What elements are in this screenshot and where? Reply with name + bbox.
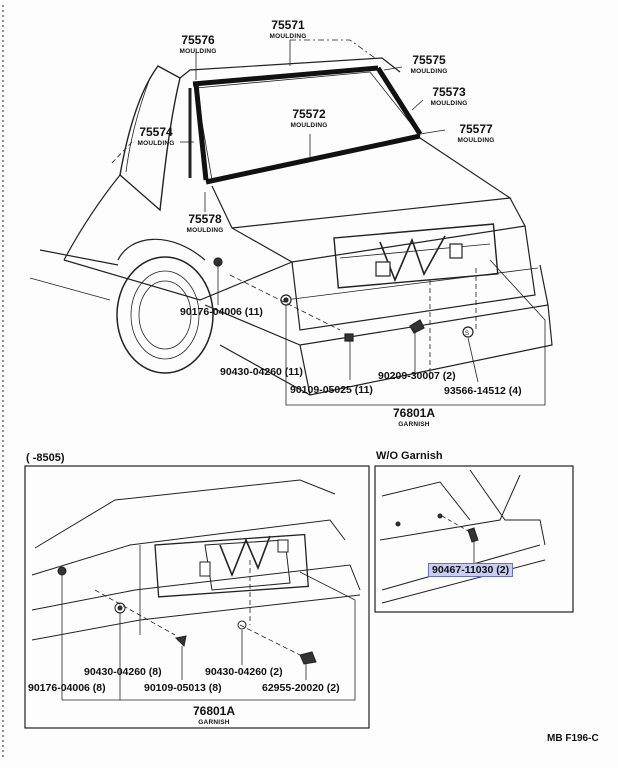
part-label-90467-highlighted[interactable]: 90467-11030 (2) <box>428 563 514 577</box>
wo-garnish-title: W/O Garnish <box>376 450 443 462</box>
part-name: MOULDING <box>430 100 468 107</box>
part-number: 75573 <box>432 85 466 99</box>
part-name: MOULDING <box>290 122 328 129</box>
part-number: 75578 <box>188 212 222 226</box>
part-number: 75577 <box>459 122 493 136</box>
part-number: 75574 <box>139 125 173 139</box>
part-label-90430-2: 90430-04260 (2) <box>205 666 283 678</box>
part-label-93566: 93566-14512 (4) <box>444 385 522 397</box>
svg-text:S: S <box>465 331 469 337</box>
part-label-90176: 90176-04006 (11) <box>180 306 263 318</box>
part-label-90430-8: 90430-04260 (8) <box>84 666 162 678</box>
bottom-left-leaders <box>61 560 356 701</box>
bottom-right-frame <box>374 465 574 613</box>
moulding-75577-label: 75577 MOULDING <box>458 123 495 147</box>
garnish-label-bottom: 76801A GARNISH <box>193 705 235 729</box>
moulding-75576-label: 75576 MOULDING <box>180 34 217 58</box>
part-label-90109-8: 90109-05013 (8) <box>144 682 222 694</box>
part-name: MOULDING <box>137 140 175 147</box>
range-title: ( -8505) <box>26 452 65 464</box>
bottom-left-car <box>31 479 361 665</box>
part-label-90109: 90109-05025 (11) <box>290 384 373 396</box>
part-label-62955: 62955-20020 (2) <box>262 682 340 694</box>
part-name: GARNISH <box>398 421 430 428</box>
part-number: 76801A <box>392 406 436 420</box>
bottom-left-frame <box>24 465 370 729</box>
diagram-code: MB F196-C <box>547 733 599 744</box>
part-name: MOULDING <box>269 33 307 40</box>
bottom-right-car <box>379 469 546 604</box>
moulding-75571-label: 75571 MOULDING <box>270 19 307 43</box>
part-label-90209: 90209-30007 (2) <box>378 370 456 382</box>
part-number: 76801A <box>192 704 236 718</box>
part-number: 75576 <box>181 33 215 47</box>
part-number: 75575 <box>412 53 446 67</box>
part-label-90176-8: 90176-04006 (8) <box>28 682 106 694</box>
moulding-75575-label: 75575 MOULDING <box>411 54 448 78</box>
part-name: MOULDING <box>186 227 224 234</box>
top-fasteners: S <box>213 257 474 342</box>
part-number: 75572 <box>292 107 326 121</box>
part-name: GARNISH <box>198 719 230 726</box>
part-label-90430: 90430-04260 (11) <box>220 366 303 378</box>
top-car-body <box>29 57 553 396</box>
part-name: MOULDING <box>457 137 495 144</box>
moulding-75574-label: 75574 MOULDING <box>138 126 175 150</box>
part-number: 75571 <box>271 18 305 32</box>
garnish-label-top: 76801A GARNISH <box>393 407 435 431</box>
part-name: MOULDING <box>179 48 217 55</box>
moulding-75572-label: 75572 MOULDING <box>291 108 328 132</box>
moulding-75573-label: 75573 MOULDING <box>431 86 468 110</box>
part-name: MOULDING <box>410 68 448 75</box>
moulding-75578-label: 75578 MOULDING <box>187 213 224 237</box>
